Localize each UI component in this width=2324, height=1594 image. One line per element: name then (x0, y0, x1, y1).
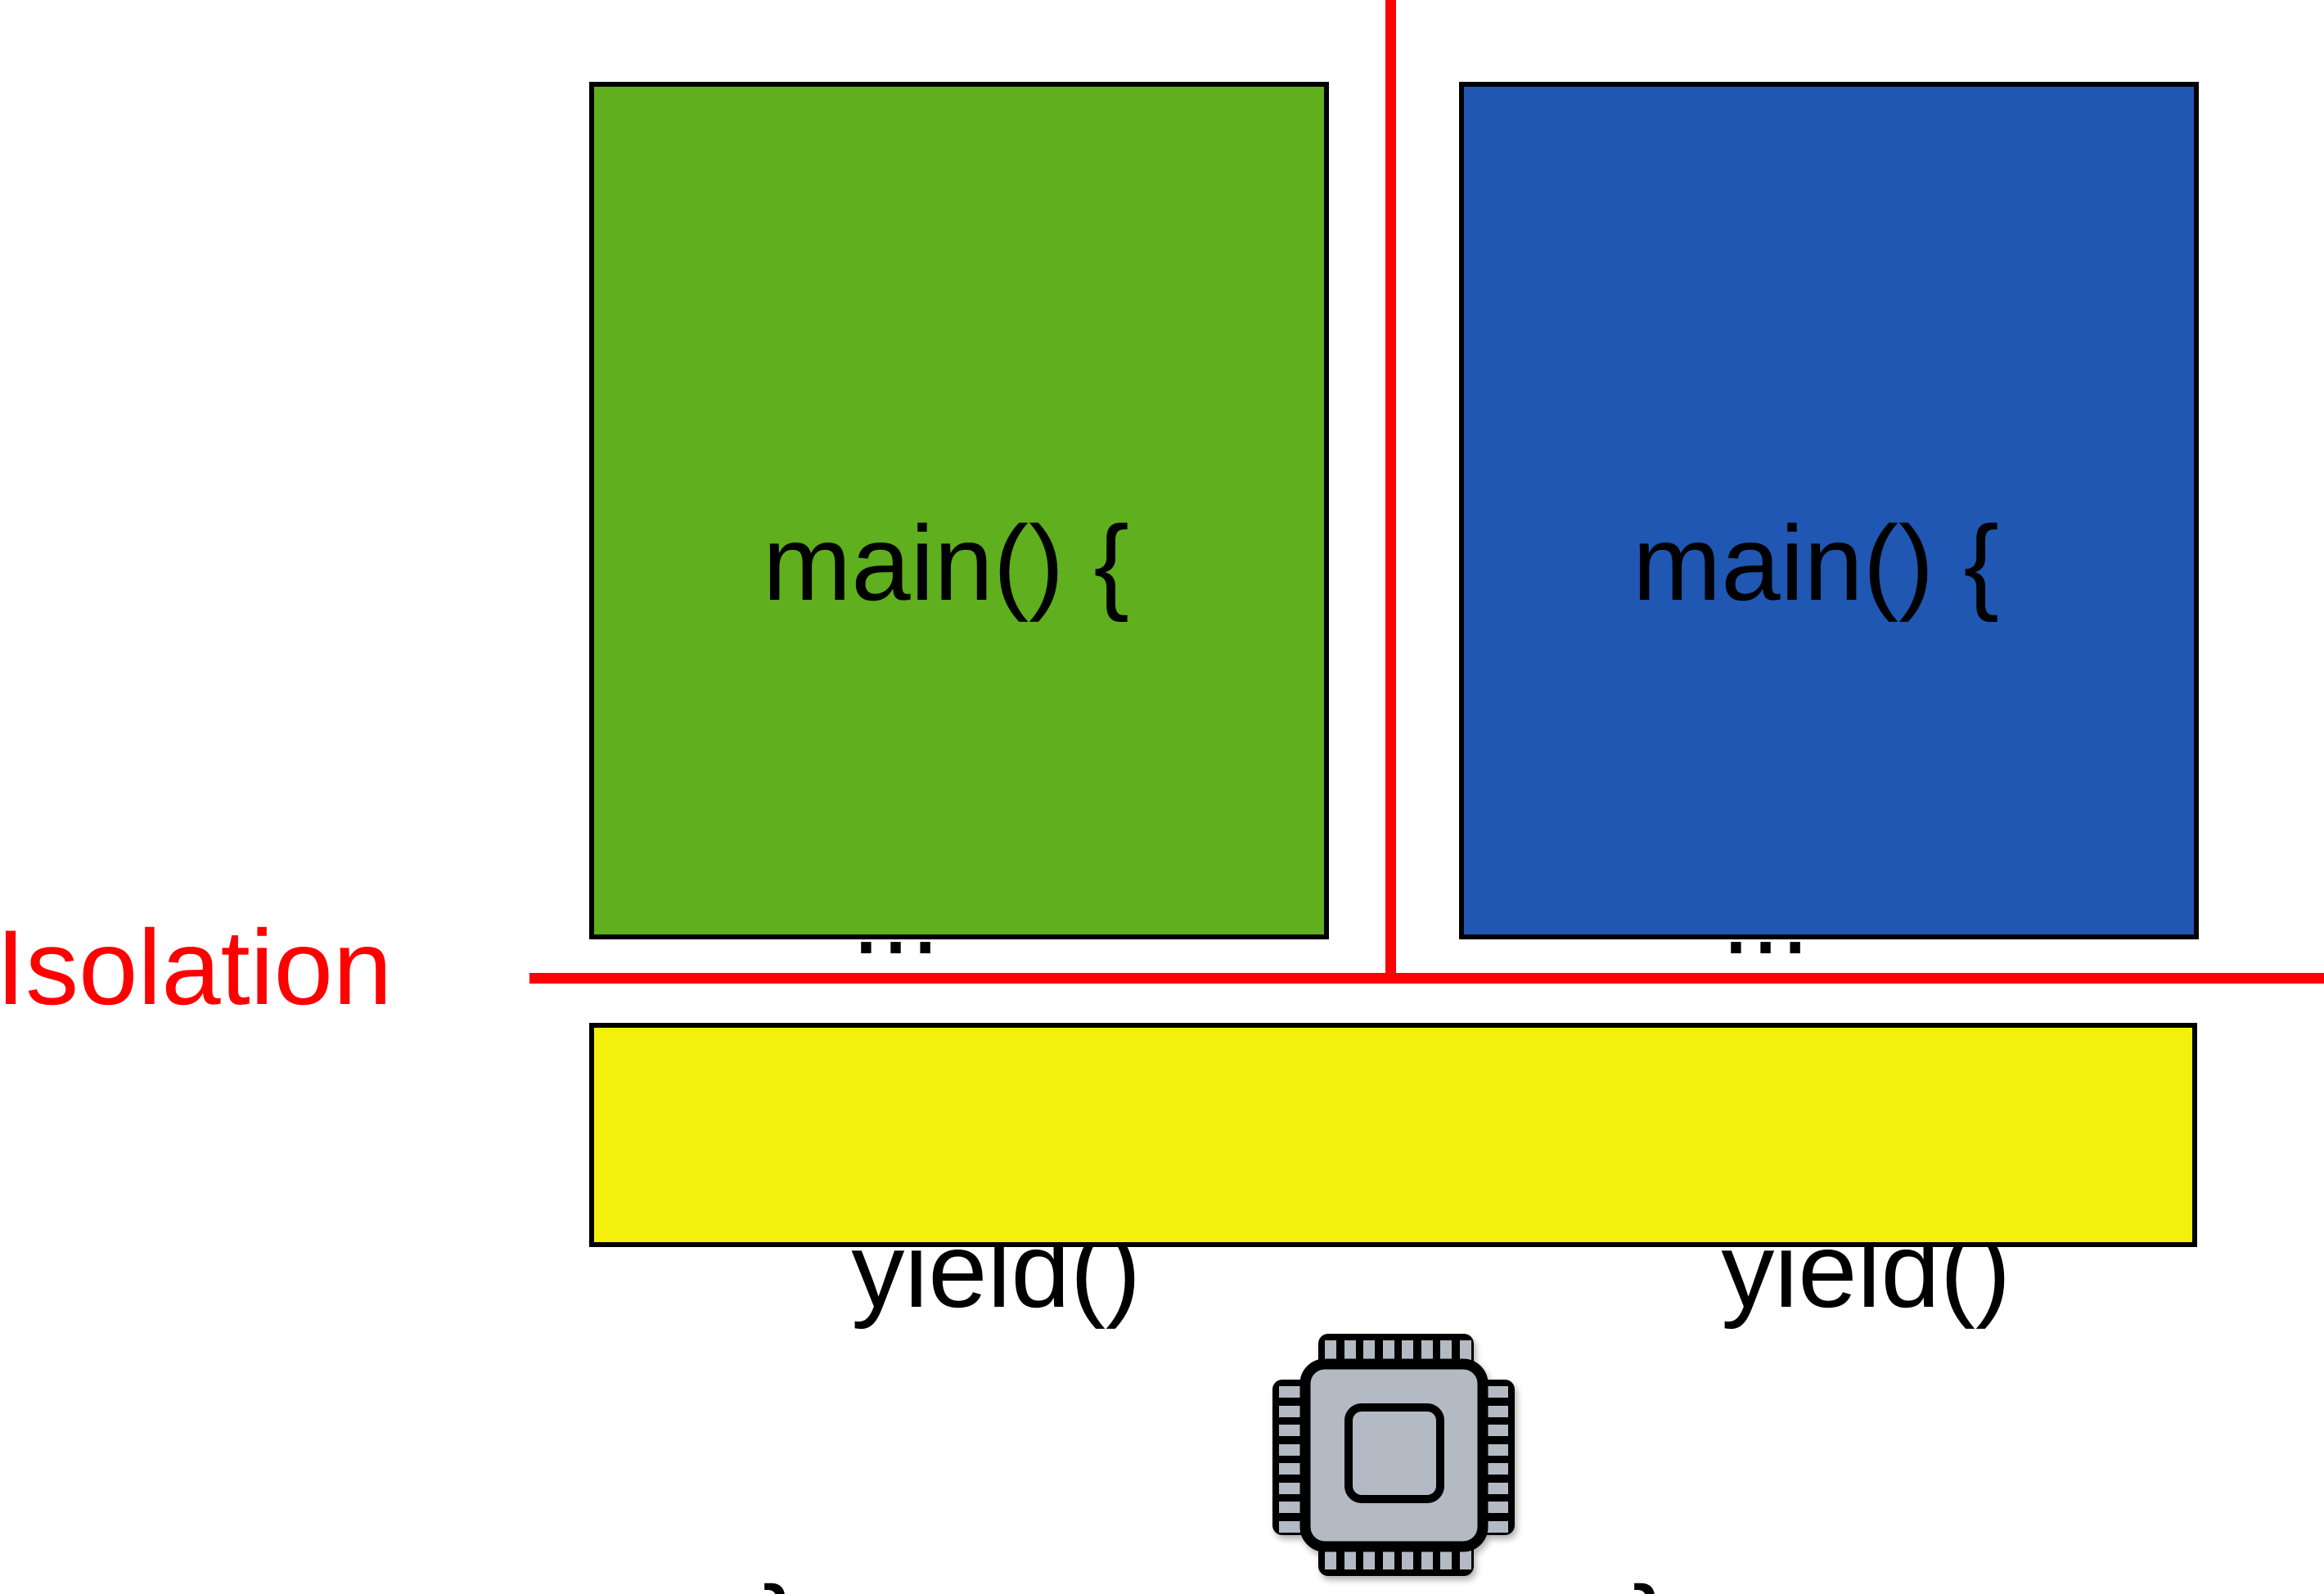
code-line: main() { (763, 503, 1129, 623)
code-line: main() { (1633, 503, 1999, 623)
os-layer-bar (589, 1023, 2197, 1247)
isolation-label: Isolation (0, 907, 393, 1027)
code-line: ... (763, 857, 940, 976)
chip-core (1344, 1403, 1444, 1503)
isolation-horizontal-line (529, 973, 2324, 984)
code-block: main() { ... yield() } (763, 268, 1324, 1594)
code-line: } (1633, 1565, 2194, 1594)
process-box-blue: main() { ... yield() } (1459, 82, 2199, 1594)
code-block: main() { ... yield() } (1633, 268, 2194, 1594)
isolation-vertical-line (1385, 0, 1396, 979)
code-line: } (763, 1565, 1324, 1594)
cpu-chip-icon (1272, 1334, 1515, 1576)
process-box-green: main() { ... yield() } (589, 82, 1329, 1594)
code-line: ... (1633, 857, 1810, 976)
